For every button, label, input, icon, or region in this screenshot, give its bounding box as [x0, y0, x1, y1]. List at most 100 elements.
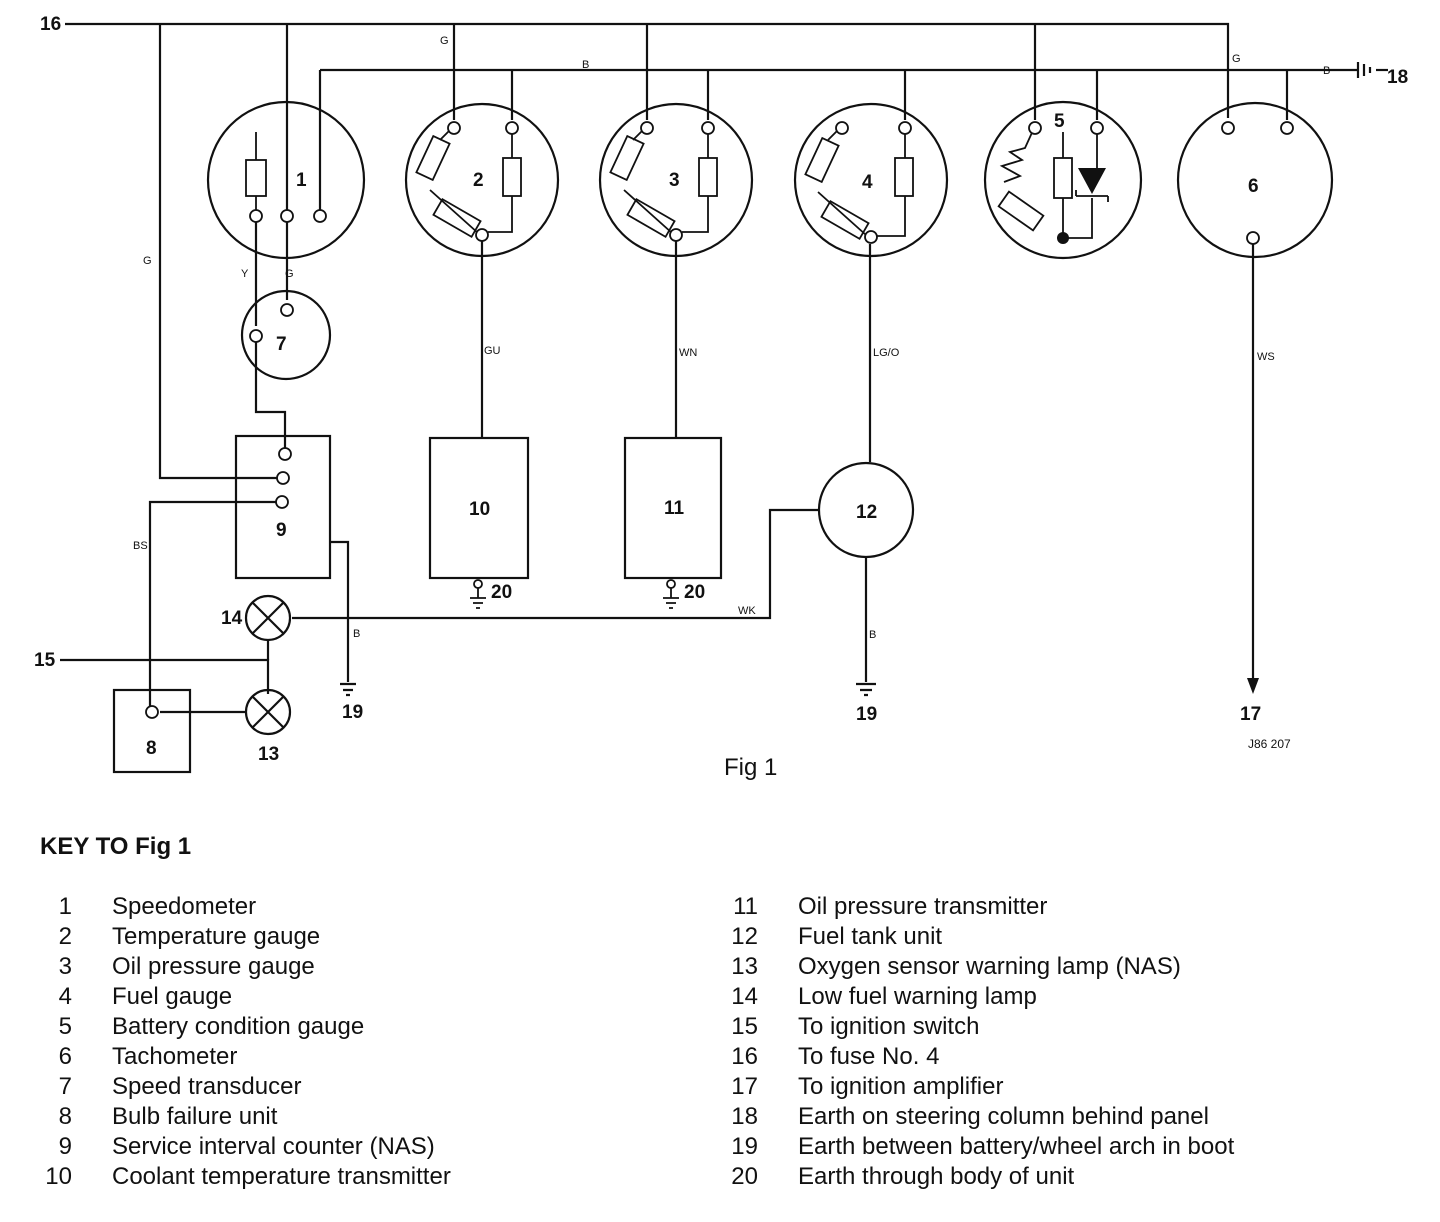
- label-1: 1: [296, 170, 307, 191]
- key-description: Temperature gauge: [112, 923, 321, 950]
- key-number: 10: [45, 1163, 72, 1190]
- code-tank-b: B: [869, 629, 876, 641]
- key-description: Battery condition gauge: [112, 1013, 365, 1040]
- key-description: Speedometer: [112, 893, 257, 920]
- drawing-reference: J86 207: [1248, 737, 1291, 751]
- label-3: 3: [669, 170, 680, 191]
- key-description: Earth between battery/wheel arch in boot: [798, 1133, 1235, 1160]
- key-number: 9: [58, 1133, 72, 1160]
- key-description: Low fuel warning lamp: [798, 983, 1037, 1010]
- ext-18: 18: [1387, 67, 1408, 88]
- code-gauge3: WN: [679, 347, 697, 359]
- code-gauge4: LG/O: [873, 347, 900, 359]
- code-top-g1: G: [440, 35, 449, 47]
- service-interval-counter-box: [234, 434, 332, 580]
- oil-pressure-gauge-dial: [598, 102, 754, 258]
- key-number: 4: [58, 983, 72, 1010]
- label-12: 12: [856, 502, 877, 523]
- label-9: 9: [276, 520, 287, 541]
- wiring-diagram: G B G B G Y G GU WN LG/O WS BS B WK B 1 …: [34, 14, 1408, 774]
- key-title: KEY TO Fig 1: [40, 833, 192, 860]
- gauge-internals: [245, 125, 1109, 244]
- key-item: 19 Earth between battery/wheel arch in bo…: [696, 1132, 1234, 1162]
- external-connections: 15 16 17 18 19 19 20 20 J86 207: [34, 14, 1408, 751]
- key-item: 14 Low fuel warning lamp: [696, 982, 1234, 1012]
- bulb-failure-unit-box: [112, 688, 192, 774]
- code-bs: BS: [133, 540, 148, 552]
- units: [112, 434, 723, 774]
- ext-20-left: 20: [491, 582, 512, 603]
- label-2: 2: [473, 170, 484, 191]
- key-description: Speed transducer: [112, 1073, 302, 1100]
- label-13: 13: [258, 744, 279, 765]
- key-number: 11: [733, 893, 758, 920]
- key-number: 16: [731, 1043, 758, 1070]
- wires: [60, 22, 1358, 714]
- key-number: 19: [731, 1133, 758, 1160]
- temperature-gauge-dial: [404, 102, 560, 258]
- key-item: 5 Battery condition gauge: [10, 1012, 451, 1042]
- key-description: Fuel gauge: [112, 983, 233, 1010]
- key-description: Service interval counter (NAS): [112, 1133, 435, 1160]
- coolant-temperature-transmitter-box: [428, 436, 530, 580]
- fuel-gauge-dial: [793, 102, 949, 258]
- label-4: 4: [862, 172, 873, 193]
- code-top-b2: B: [1323, 65, 1330, 77]
- ext-20-right: 20: [684, 582, 705, 603]
- ext-19-left: 19: [342, 702, 363, 723]
- code-gauge2: GU: [484, 345, 501, 357]
- figure-caption: Fig 1: [724, 754, 778, 781]
- label-6: 6: [1248, 176, 1259, 197]
- key-description: Coolant temperature transmitter: [112, 1163, 451, 1190]
- speedometer-dial: [206, 100, 366, 260]
- earth-symbols: [340, 62, 1388, 697]
- lamps: [244, 594, 292, 736]
- key-item: 9 Service interval counter (NAS): [10, 1132, 451, 1162]
- speed-transducer-dial: [240, 289, 332, 381]
- label-8: 8: [146, 738, 157, 759]
- key-number: 20: [731, 1163, 758, 1190]
- oil-pressure-transmitter-box: [623, 436, 723, 580]
- key-description: To ignition amplifier: [798, 1073, 1004, 1100]
- ext-17: 17: [1240, 704, 1261, 725]
- component-numbers: 1 2 3 4 5 6 7 8 9 10 11 12 13 14: [146, 111, 1259, 765]
- key-number: 3: [58, 953, 72, 980]
- key-number: 15: [731, 1013, 758, 1040]
- key-description: To ignition switch: [798, 1013, 980, 1040]
- gauges: [206, 100, 1334, 559]
- label-14: 14: [221, 608, 243, 629]
- fuel-tank-unit: [817, 461, 915, 559]
- key-description: Bulb failure unit: [112, 1103, 278, 1130]
- terminals: [145, 121, 1294, 719]
- key-description: Earth on steering column behind panel: [798, 1103, 1209, 1130]
- key-item: 15 To ignition switch: [696, 1012, 1234, 1042]
- label-5: 5: [1054, 111, 1065, 132]
- key-number: 6: [58, 1043, 72, 1070]
- key-item: 4 Fuel gauge: [10, 982, 451, 1012]
- ext-16: 16: [40, 14, 61, 35]
- key-number: 14: [731, 983, 758, 1010]
- key-item: 20 Earth through body of unit: [696, 1162, 1234, 1192]
- label-7: 7: [276, 334, 287, 355]
- key-description: To fuse No. 4: [798, 1043, 940, 1070]
- code-left-g: G: [143, 255, 152, 267]
- code-tacho: WS: [1257, 351, 1275, 363]
- oxygen-sensor-warning-lamp: [244, 688, 292, 736]
- key-number: 5: [58, 1013, 72, 1040]
- key-number: 18: [731, 1103, 758, 1130]
- code-speedo-y: Y: [241, 268, 249, 280]
- key-description: Earth through body of unit: [798, 1163, 1075, 1190]
- code-top-b: B: [582, 59, 589, 71]
- wire-codes: G B G B G Y G GU WN LG/O WS BS B WK B: [133, 35, 1330, 641]
